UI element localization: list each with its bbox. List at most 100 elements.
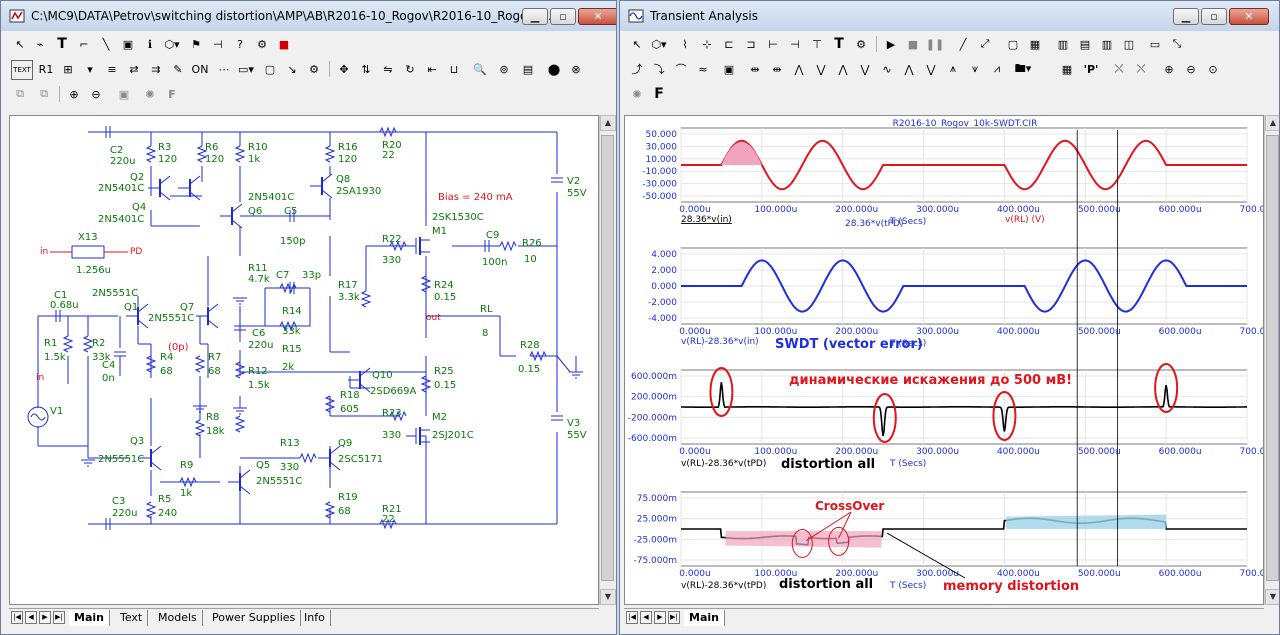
go-left-icon[interactable]: ⇹: [750, 62, 760, 76]
last-page-icon[interactable]: ▶|: [53, 611, 65, 624]
text-box-icon[interactable]: ▣: [122, 37, 134, 51]
text-mode-icon[interactable]: TEXT: [11, 60, 33, 80]
valley-icon[interactable]: ⋁: [816, 62, 826, 76]
wire-tool-icon[interactable]: ⌁: [36, 37, 44, 51]
axis-icon[interactable]: ⤡: [1172, 37, 1182, 50]
title-bar[interactable]: C:\MC9\DATA\Petrov\switching distortion\…: [1, 1, 616, 31]
properties-icon[interactable]: ⚙: [856, 37, 866, 51]
tab-models[interactable]: Models: [153, 610, 203, 626]
properties-icon[interactable]: ⚙: [309, 62, 319, 76]
conditions-icon[interactable]: ✎: [173, 62, 183, 76]
shape-menu-icon[interactable]: ⬡▾: [164, 37, 180, 51]
fit-icon[interactable]: ▣: [118, 87, 130, 101]
prev-page-icon[interactable]: ◀: [640, 611, 652, 624]
scroll-down-icon[interactable]: ▼: [1265, 589, 1279, 605]
minimize-button[interactable]: ▁: [1173, 8, 1199, 25]
zoom-fit-icon[interactable]: ⊙: [1208, 62, 1218, 76]
palette-icon[interactable]: ✺: [145, 87, 155, 101]
title-bar[interactable]: Transient Analysis ▁ ▫ ✕: [620, 1, 1279, 31]
tab-power-supplies[interactable]: Power Supplies: [207, 610, 302, 626]
close-button[interactable]: ✕: [1229, 8, 1269, 25]
palette-icon[interactable]: ✺: [632, 87, 642, 101]
horizontal-tag-icon[interactable]: ⊢: [768, 37, 778, 51]
run-icon[interactable]: ▶: [886, 37, 896, 51]
bottom-icon[interactable]: ⩛: [971, 62, 979, 75]
scroll-thumb[interactable]: [601, 135, 614, 581]
next-page-icon[interactable]: ▶: [39, 611, 51, 624]
font-icon[interactable]: F: [168, 87, 176, 101]
pin-icon[interactable]: ⊣: [213, 37, 223, 51]
go-right-icon[interactable]: ⇹: [772, 62, 782, 76]
step-icon[interactable]: ⇤: [427, 62, 437, 76]
waveform-icon[interactable]: ⩘: [993, 62, 1001, 75]
cursor-left-icon[interactable]: ⤴: [631, 63, 643, 76]
first-page-icon[interactable]: |◀: [11, 611, 23, 624]
copy-icon[interactable]: ⧉: [16, 87, 24, 100]
tag-y-icon[interactable]: ⤬: [1136, 62, 1146, 75]
wave-icon[interactable]: ≈: [698, 62, 708, 76]
scroll-up-icon[interactable]: ▲: [600, 115, 616, 131]
stop-icon[interactable]: ■: [278, 37, 290, 51]
move-icon[interactable]: ✥: [339, 62, 349, 76]
folder-icon[interactable]: 🖿▾: [1014, 61, 1032, 75]
currents-icon[interactable]: ⇄: [129, 62, 139, 76]
first-page-icon[interactable]: |◀: [626, 611, 638, 624]
line-tag-icon[interactable]: ⤢: [980, 37, 990, 50]
tab-main[interactable]: Main: [684, 610, 725, 626]
graph-icon[interactable]: ▣: [723, 62, 735, 76]
stop-icon[interactable]: ■: [907, 37, 919, 51]
attributes-icon[interactable]: ▾: [87, 62, 93, 76]
zoom-out-icon[interactable]: ⊖: [91, 87, 101, 101]
global-high-icon[interactable]: ⋀: [904, 62, 914, 76]
display-icon[interactable]: ▤: [522, 62, 534, 76]
zoom-out-icon[interactable]: ⊖: [1186, 62, 1196, 76]
top-icon[interactable]: ⩚: [949, 62, 957, 75]
tag-x-icon[interactable]: ⤬: [1114, 62, 1124, 75]
plot-window-icon[interactable]: ▭: [1149, 37, 1161, 51]
flip-icon[interactable]: ⇅: [361, 62, 371, 76]
scroll-down-icon[interactable]: ▼: [600, 589, 616, 605]
minimize-button[interactable]: ▁: [522, 8, 548, 25]
flag-icon[interactable]: ⚑: [191, 37, 201, 51]
stop-sign-icon[interactable]: ⬤: [547, 62, 561, 76]
cursor-icon[interactable]: ⊹: [702, 37, 712, 51]
grid-dots-icon[interactable]: ⋯: [218, 62, 230, 76]
scroll-thumb[interactable]: [1266, 135, 1279, 581]
component-icon[interactable]: ⚙: [257, 37, 267, 51]
global-low-icon[interactable]: ⋁: [926, 62, 936, 76]
tag-icon[interactable]: ⊏: [724, 37, 734, 51]
select-tool-icon[interactable]: ↖: [632, 37, 642, 51]
zoom-in-icon[interactable]: ⊕: [69, 87, 79, 101]
text-tool-icon[interactable]: T: [57, 36, 67, 52]
info-icon[interactable]: ℹ: [147, 37, 153, 51]
low-icon[interactable]: ⋁: [860, 62, 870, 76]
rotate-icon[interactable]: ↻: [405, 62, 415, 76]
shape-menu-icon[interactable]: ⬡▾: [651, 37, 667, 51]
pin-connections-icon[interactable]: ⊞: [63, 62, 73, 76]
font-icon[interactable]: F: [654, 86, 664, 102]
maximize-button[interactable]: ▫: [550, 8, 576, 25]
on-state-icon[interactable]: ON: [191, 62, 209, 76]
next-page-icon[interactable]: ▶: [654, 611, 666, 624]
cursor-right-icon[interactable]: ⤵: [653, 63, 665, 76]
point-tag-icon[interactable]: ⊤: [812, 37, 822, 51]
line-style-icon[interactable]: ▭▾: [238, 62, 254, 76]
close-button[interactable]: ✕: [578, 8, 616, 25]
pause-icon[interactable]: ❚❚: [925, 37, 945, 51]
maximize-button[interactable]: ▫: [1201, 8, 1227, 25]
grid-cols-icon[interactable]: ▥: [1101, 37, 1113, 51]
vertical-scrollbar[interactable]: ▲ ▼: [599, 115, 616, 605]
frame-icon[interactable]: ▢: [1007, 37, 1019, 51]
paste-icon[interactable]: ⧉: [40, 87, 48, 100]
page-icon[interactable]: ▢: [264, 62, 276, 76]
prev-page-icon[interactable]: ◀: [25, 611, 37, 624]
tab-main[interactable]: Main: [69, 610, 110, 626]
cancel-icon[interactable]: ⊗: [571, 62, 581, 76]
zoom-in-icon[interactable]: ⊕: [1164, 62, 1174, 76]
mirror-icon[interactable]: ⇋: [383, 62, 393, 76]
grid-split-icon[interactable]: ◫: [1123, 37, 1135, 51]
data-table-icon[interactable]: ▦: [1061, 62, 1073, 76]
last-page-icon[interactable]: ▶|: [668, 611, 680, 624]
node-voltages-icon[interactable]: ≡: [107, 62, 117, 76]
